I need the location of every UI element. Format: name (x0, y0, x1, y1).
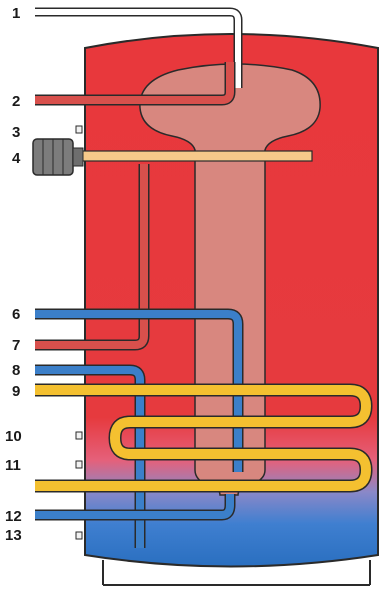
label-6: 6 (12, 306, 20, 323)
label-4: 4 (12, 150, 21, 167)
sensor-sockets (75, 125, 83, 540)
sensor-socket-10 (75, 431, 83, 440)
electric-heater-unit (32, 138, 84, 176)
sensor-socket-11 (75, 460, 83, 469)
tank-stand (102, 560, 371, 586)
label-7: 7 (12, 337, 20, 354)
heating-rod (79, 150, 313, 162)
label-13: 13 (5, 527, 22, 544)
label-11: 11 (5, 457, 21, 474)
callout-labels: 1 2 3 4 6 7 8 9 10 11 12 13 (5, 5, 22, 544)
label-3: 3 (12, 124, 20, 141)
sensor-socket-3 (75, 125, 83, 134)
sensor-socket-13 (75, 531, 83, 540)
label-2: 2 (12, 93, 20, 110)
label-9: 9 (12, 383, 20, 400)
label-10: 10 (5, 428, 22, 445)
label-1: 1 (12, 5, 20, 22)
label-12: 12 (5, 508, 22, 525)
label-8: 8 (12, 362, 20, 379)
